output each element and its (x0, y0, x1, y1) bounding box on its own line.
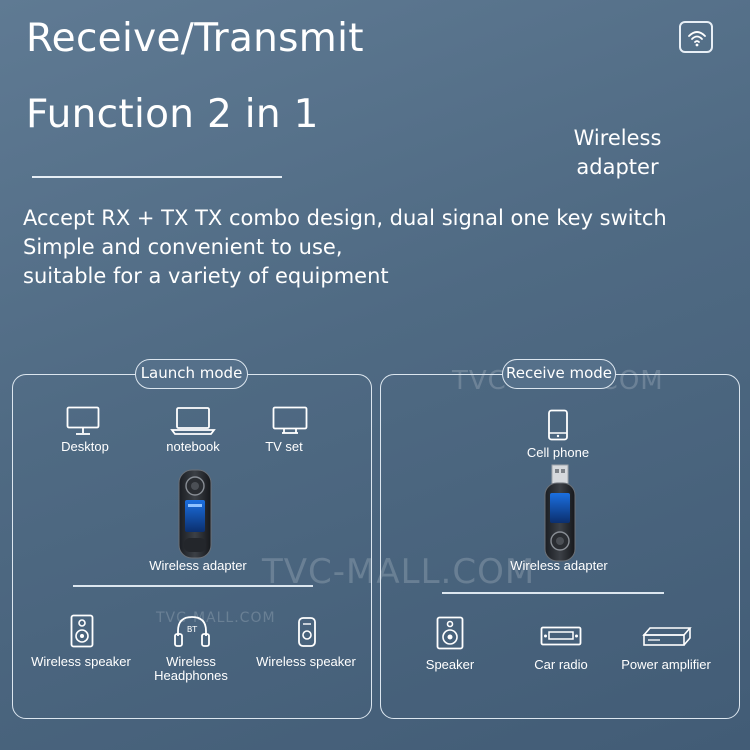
speaker-icon (70, 614, 94, 653)
wireless-adapter-usb-image (542, 463, 578, 568)
receive-mode-title: Receive mode (502, 359, 616, 389)
bt-headphones-icon: BT (173, 614, 211, 653)
output-label-speaker: Speaker (425, 657, 475, 672)
launch-divider (73, 585, 313, 587)
output-label-wireless-speaker-2: Wireless speaker (256, 654, 356, 669)
output-label-wireless-headphones: Wireless Headphones (154, 654, 228, 683)
launch-mode-title: Launch mode (135, 359, 248, 389)
cylinder-speaker-icon (297, 616, 317, 653)
description-line-1: Accept RX + TX TX combo design, dual sig… (23, 206, 667, 230)
output-label-wireless-speaker: Wireless speaker (31, 654, 131, 669)
page-title-line1: Receive/Transmit (26, 16, 364, 61)
power-amplifier-icon (642, 626, 692, 653)
title-divider (32, 176, 282, 178)
description-line-3: suitable for a variety of equipment (23, 264, 389, 288)
source-label-tv: TV set (265, 439, 303, 454)
speaker-icon (436, 616, 464, 655)
receive-divider (442, 592, 664, 594)
launch-adapter-label: Wireless adapter (149, 558, 247, 573)
wireless-adapter-image (176, 468, 214, 565)
cell-phone-icon (547, 409, 569, 446)
desktop-monitor-icon (66, 406, 100, 441)
laptop-icon (170, 406, 216, 441)
source-label-desktop: Desktop (61, 439, 109, 454)
tv-icon (272, 406, 308, 441)
bt-badge: BT (187, 625, 197, 634)
output-label-car-radio: Car radio (534, 657, 588, 672)
description-line-2: Simple and convenient to use, (23, 235, 343, 259)
watermark: TVC-MALL.COM (156, 610, 276, 626)
page-title-line2: Function 2 in 1 (26, 92, 319, 137)
output-label-power-amplifier: Power amplifier (621, 657, 711, 672)
source-label-notebook: notebook (166, 439, 220, 454)
wifi-icon (679, 21, 713, 53)
product-label: Wireless adapter (573, 126, 662, 179)
source-label-cell-phone: Cell phone (526, 445, 590, 460)
receive-adapter-label: Wireless adapter (510, 558, 608, 573)
car-radio-icon (540, 626, 582, 651)
